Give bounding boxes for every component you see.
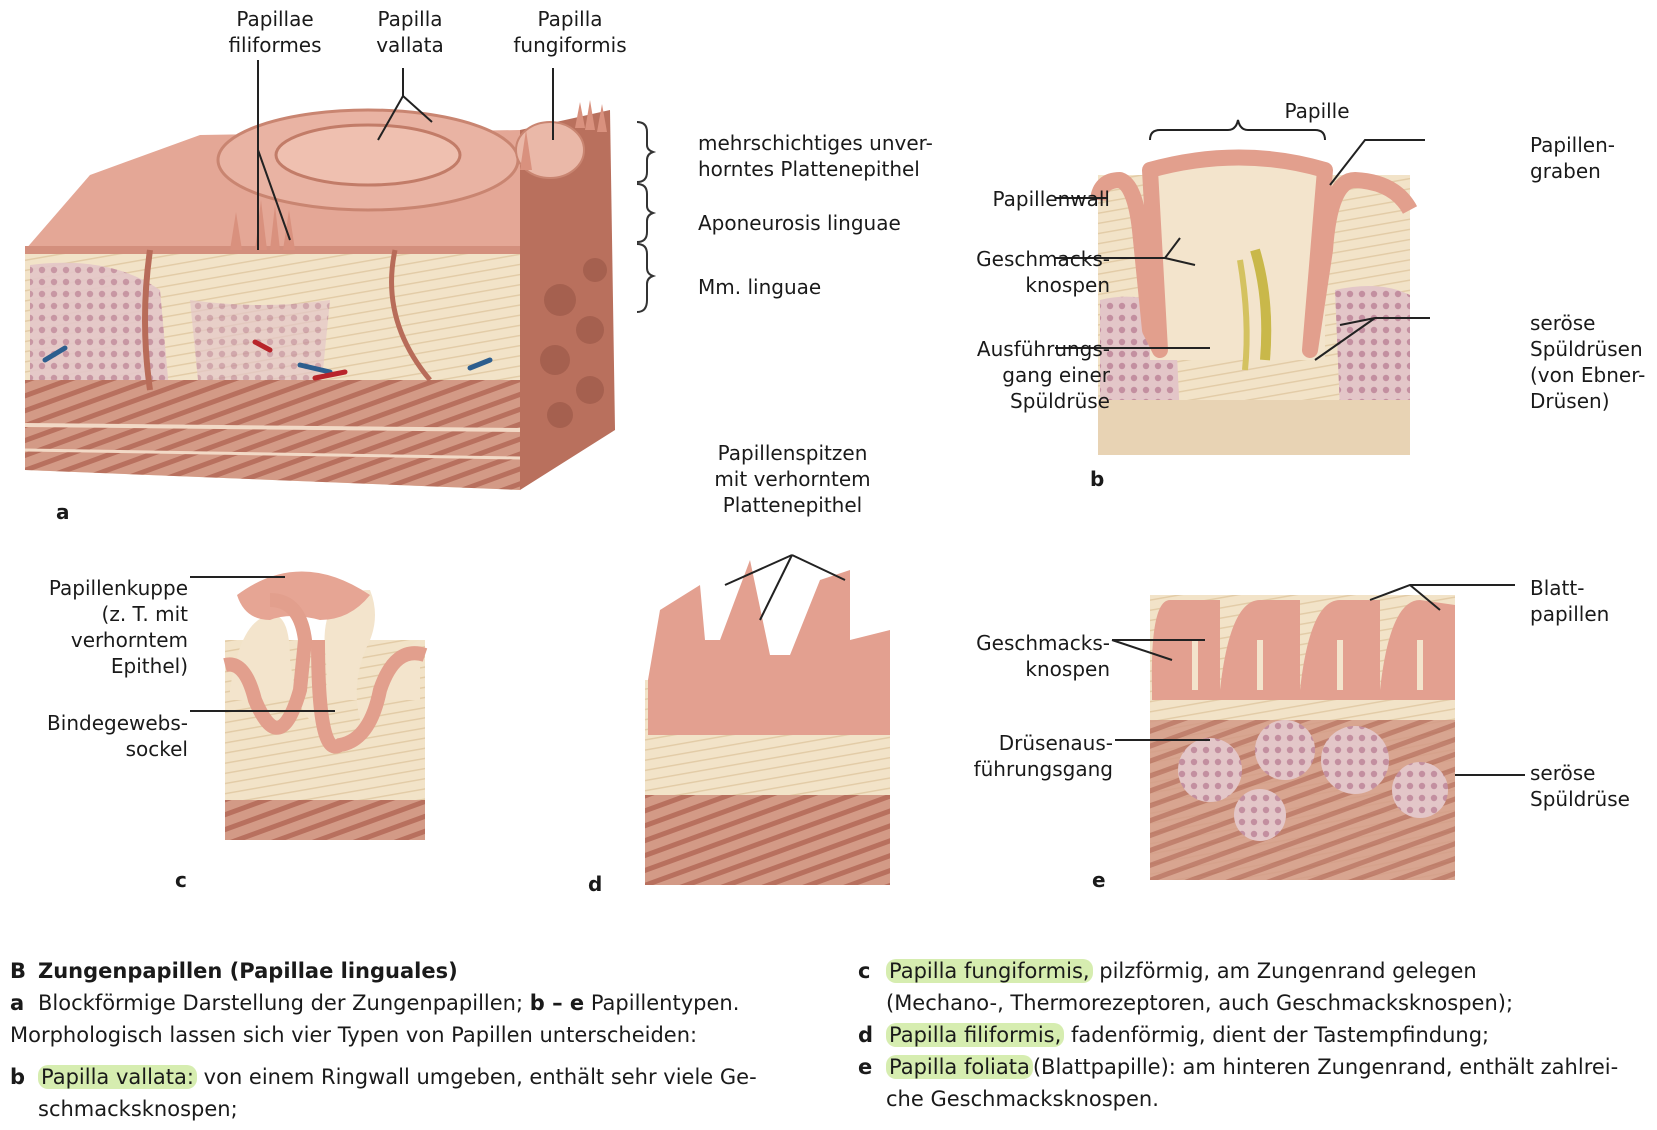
label-papillenkuppe: Papillenkuppe (z. T. mit verhorntem Epit… — [48, 576, 188, 678]
caption-d-line: d Papilla filiformis, fadenförmig, dient … — [858, 1019, 1648, 1051]
label-geschmacksknospen-b: Geschmacks- knospen — [976, 247, 1110, 297]
caption-d-text: fadenförmig, dient der Tastempfindung; — [1070, 1023, 1490, 1047]
caption-title-line: B Zungenpapillen (Papillae linguales) — [10, 955, 830, 987]
caption-e-highlight: Papilla foliata — [886, 1055, 1033, 1079]
panel-e-section — [1111, 584, 1525, 880]
label-papille: Papille — [1284, 99, 1350, 123]
label-papillenwall: Papillenwall — [992, 187, 1111, 211]
label-plattenepithel: mehrschichtiges unver- horntes Plattenep… — [698, 131, 933, 181]
caption-a-text2: Papillentypen. — [590, 991, 740, 1015]
label-papillenspitzen: Papillenspitzen mit verhorntem Plattenep… — [714, 441, 871, 517]
panel-a-block — [24, 60, 657, 490]
panel-letter-c: c — [175, 868, 187, 892]
panel-b-section — [1055, 119, 1430, 455]
caption-e-key: e — [858, 1055, 873, 1079]
caption-right: c Papilla fungiformis, pilzförmig, am Zun… — [858, 955, 1648, 1115]
caption-title-key: B — [10, 959, 27, 983]
caption-b-highlight: Papilla vallata: — [38, 1065, 197, 1089]
panel-letter-e: e — [1092, 868, 1106, 892]
panel-letter-d: d — [588, 872, 603, 896]
panel-d-section — [645, 554, 890, 885]
label-seroese-spueldruesen: seröse Spüldrüsen (von Ebner- Drüsen) — [1530, 311, 1646, 413]
caption-c-text: pilzförmig, am Zungenrand gelegen — [1099, 959, 1477, 983]
caption-b-key: b — [10, 1065, 26, 1089]
caption-left: B Zungenpapillen (Papillae linguales) a Bl… — [10, 955, 830, 1125]
label-papillae-filiformes: Papillae filiformes — [228, 7, 322, 57]
caption-morph-line: Morphologisch lassen sich vier Typen von… — [10, 1023, 698, 1047]
caption-c-key: c — [858, 959, 871, 983]
caption-title: Zungenpapillen (Papillae linguales) — [38, 959, 458, 983]
label-papilla-fungiformis: Papilla fungiformis — [513, 7, 627, 57]
caption-a-text: Blockförmige Darstellung der Zungenpapil… — [38, 991, 524, 1015]
caption-a-range: b – e — [529, 991, 585, 1015]
label-ausfuehrungsgang: Ausführungs- gang einer Spüldrüse — [976, 337, 1110, 413]
caption-c-text2: (Mechano-, Thermorezeptoren, auch Geschm… — [886, 991, 1514, 1015]
caption-b-text2: schmacksknospen; — [38, 1097, 238, 1121]
caption-a-key: a — [10, 991, 25, 1015]
label-blattpapillen: Blatt- papillen — [1530, 576, 1610, 626]
caption-b-line: b Papilla vallata: von einem Ringwall umg… — [10, 1061, 830, 1093]
caption-d-highlight: Papilla filiformis, — [886, 1023, 1065, 1047]
caption-c-highlight: Papilla fungiformis, — [886, 959, 1093, 983]
label-bindegewebssockel: Bindegewebs- sockel — [47, 711, 188, 761]
label-aponeurosis: Aponeurosis linguae — [698, 211, 901, 235]
label-seroese-spueldruese: seröse Spüldrüse — [1530, 761, 1630, 811]
figure-artwork — [24, 60, 1525, 885]
caption-e-text2: che Geschmacksknospen. — [886, 1087, 1159, 1111]
panel-letter-b: b — [1090, 467, 1105, 491]
label-mm-linguae: Mm. linguae — [698, 275, 822, 299]
label-papillengraben: Papillen- graben — [1530, 133, 1615, 183]
panel-c-section — [190, 571, 428, 840]
caption-b-text: von einem Ringwall umgeben, enthält sehr… — [203, 1065, 757, 1089]
caption-d-key: d — [858, 1023, 874, 1047]
label-druesenausfuehrungsgang: Drüsenaus- führungsgang — [973, 731, 1113, 781]
caption-a-line: a Blockförmige Darstellung der Zungenpapi… — [10, 987, 830, 1019]
caption-e-text: (Blattpapille): am hinteren Zungenrand, … — [1032, 1055, 1619, 1079]
label-geschmacksknospen-e: Geschmacks- knospen — [976, 631, 1110, 681]
label-papilla-vallata: Papilla vallata — [376, 7, 444, 57]
panel-letter-a: a — [56, 500, 70, 524]
caption-e-line: e Papilla foliata(Blattpapille): am hinte… — [858, 1051, 1648, 1083]
caption-c-line: c Papilla fungiformis, pilzförmig, am Zun… — [858, 955, 1648, 987]
